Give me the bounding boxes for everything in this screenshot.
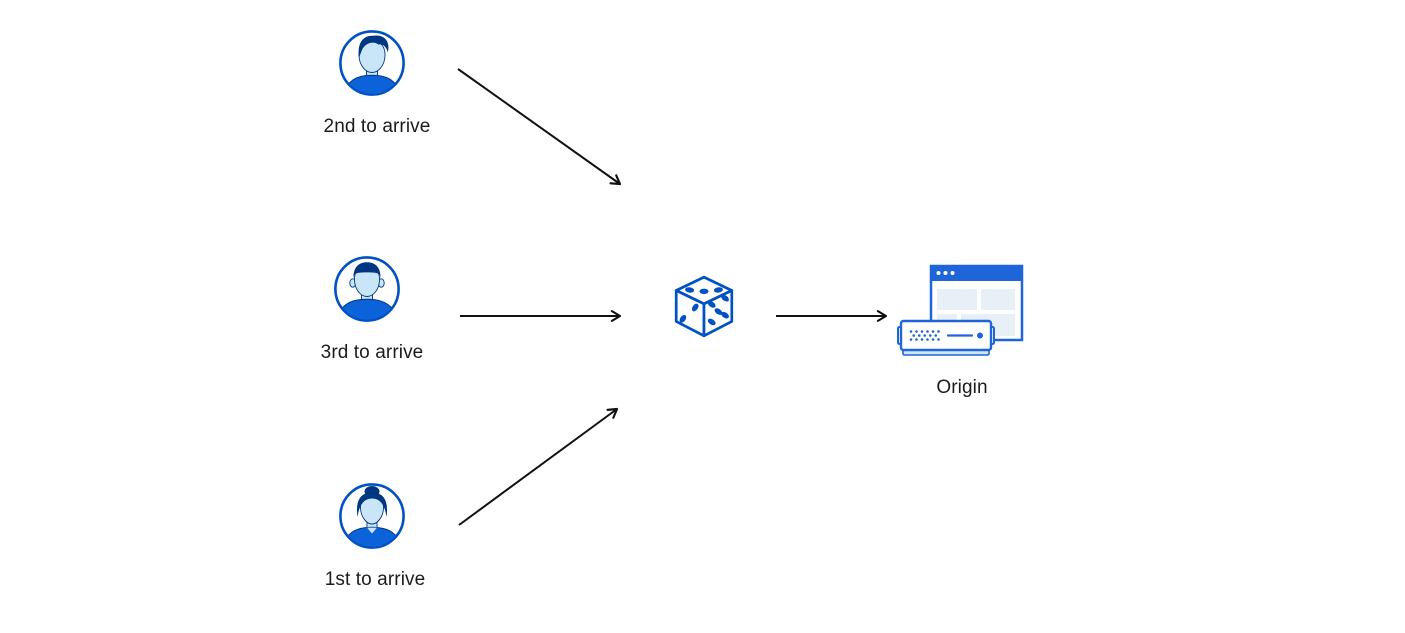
dice-node	[669, 273, 739, 348]
origin-server-icon	[897, 264, 1024, 356]
woman-bun-avatar-icon	[339, 483, 405, 549]
client-label: 3rd to arrive	[320, 342, 424, 363]
man-short-hair-avatar-icon	[334, 256, 400, 322]
man-swept-hair-avatar-icon	[339, 30, 405, 96]
client-node-2nd-to-arrive: 2nd to arrive	[324, 29, 430, 137]
dice-cube	[674, 275, 734, 338]
server-vent-dots	[909, 330, 940, 341]
client-label: 1st to arrive	[324, 569, 426, 590]
origin-label: Origin	[936, 377, 988, 398]
server-unit	[897, 319, 995, 356]
arrow-client1-to-dice	[458, 407, 619, 526]
origin-node: Origin	[897, 264, 1027, 398]
arrow-client2-to-dice	[457, 68, 622, 186]
client-node-1st-to-arrive: 1st to arrive	[325, 482, 425, 590]
dice-icon	[674, 275, 734, 338]
client-node-3rd-to-arrive: 3rd to arrive	[321, 255, 423, 363]
client-label: 2nd to arrive	[323, 116, 431, 137]
